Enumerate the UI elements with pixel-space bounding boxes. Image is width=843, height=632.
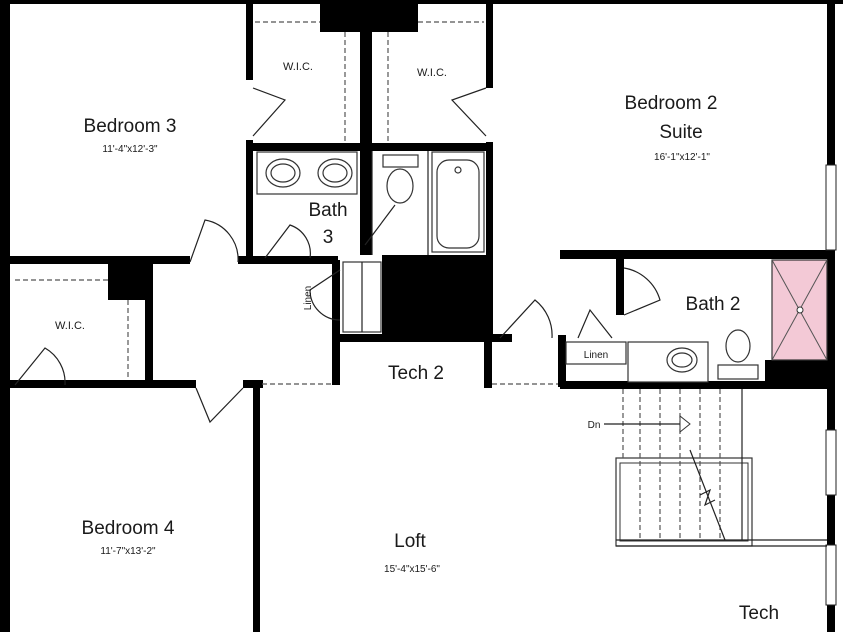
bath3-toilet-bowl <box>386 168 414 204</box>
linen-label-bath2: Linen <box>584 350 608 361</box>
bath3-sink-left-inner <box>270 163 296 183</box>
wall-below-wic <box>246 143 493 151</box>
wall-block-center <box>382 255 492 340</box>
wall-top-block <box>320 0 418 32</box>
door-linen-bath2 <box>577 308 613 339</box>
window-loft <box>825 429 837 496</box>
door-wic2 <box>450 87 487 137</box>
linen-hall-shelf <box>342 261 382 333</box>
room-name-bedroom2-line2: Suite <box>659 122 702 143</box>
wall-bath2-block <box>765 360 835 388</box>
wall-bed3-right-bottom <box>246 140 253 260</box>
bath3-fixtures <box>256 151 485 255</box>
wall-bath2-top <box>560 250 835 259</box>
door-bedroom2 <box>499 299 553 339</box>
wall-bed3-bottom-left <box>0 256 190 264</box>
bath3-tub-drain <box>454 166 462 174</box>
door-wic1 <box>252 87 287 137</box>
bath3-toilet-tank <box>382 154 419 168</box>
wall-left-exterior <box>0 0 10 632</box>
window-bed2 <box>825 164 837 251</box>
bath3-tub-inner <box>436 159 480 249</box>
wall-linen-left <box>558 335 566 387</box>
stairs <box>604 389 827 547</box>
door-bedroom4 <box>195 387 244 424</box>
wall-bath2-bottom <box>560 381 835 389</box>
room-name-bedroom3: Bedroom 3 <box>84 116 177 137</box>
wall-tech2-top <box>332 334 492 342</box>
wall-top-exterior <box>0 0 843 4</box>
wall-wic2-right-top <box>486 0 493 88</box>
room-name-bath3-line2: 3 <box>323 227 334 248</box>
wall-bath2-left <box>616 255 624 315</box>
window-tech <box>825 544 837 606</box>
wall-bed3-right-top <box>246 0 253 80</box>
linen-label-hall: Linen <box>303 286 314 310</box>
room-dims-bedroom2: 16'-1"x12'-1" <box>654 152 710 163</box>
door-bath2 <box>623 267 661 316</box>
room-name-loft: Loft <box>394 531 426 552</box>
room-name-tech: Tech <box>739 603 779 624</box>
door-linen-hall <box>309 269 341 321</box>
door-bath3-inner <box>364 204 396 246</box>
bath3-sink-right-inner <box>322 163 348 183</box>
bath2-linen <box>565 341 627 365</box>
wall-block-left <box>108 258 152 300</box>
windows <box>825 164 837 606</box>
room-name-bath3-line1: Bath <box>308 200 347 221</box>
doors <box>14 87 661 424</box>
room-dims-loft: 15'-4"x15'-6" <box>384 564 440 575</box>
wall-tech2-left <box>332 260 340 385</box>
stairs-down-label: Dn <box>588 420 601 431</box>
closet-rods <box>15 21 558 385</box>
wall-bed3-bottom-right <box>238 256 338 264</box>
bath2-shower-drain <box>796 306 804 314</box>
bath2-sink-inner <box>671 352 693 368</box>
room-dims-bedroom4: 11'-7"x13'-2" <box>100 546 156 557</box>
wall-bed4-top-right <box>243 380 263 388</box>
wic-label-2: W.I.C. <box>417 67 447 79</box>
bath2-toilet-tank <box>717 364 759 380</box>
wall-tech2-right <box>484 334 492 388</box>
wall-right-exterior <box>827 0 835 632</box>
door-bath3 <box>264 224 311 259</box>
room-name-tech2: Tech 2 <box>388 363 444 384</box>
door-wic-left <box>14 347 66 386</box>
wall-bed4-right <box>253 385 260 632</box>
bath2-toilet-bowl <box>725 329 751 363</box>
wic-label-1: W.I.C. <box>283 61 313 73</box>
wic-label-3: W.I.C. <box>55 320 85 332</box>
wall-wic-divider <box>360 30 372 255</box>
room-name-bath2: Bath 2 <box>686 294 741 315</box>
wall-tech2-top-right <box>492 334 512 342</box>
labels: Bedroom 3 11'-4"x12'-3" W.I.C. W.I.C. Be… <box>55 61 779 624</box>
door-bedroom3 <box>189 219 239 263</box>
room-name-bedroom2-line1: Bedroom 2 <box>625 93 718 114</box>
wall-wic-left-right <box>145 262 153 387</box>
wall-wic2-right-bottom <box>486 142 493 342</box>
room-name-bedroom4: Bedroom 4 <box>82 518 175 539</box>
bath2-fixtures <box>565 259 828 383</box>
wall-bed4-top-left <box>0 380 196 388</box>
room-dims-bedroom3: 11'-4"x12'-3" <box>102 144 158 155</box>
